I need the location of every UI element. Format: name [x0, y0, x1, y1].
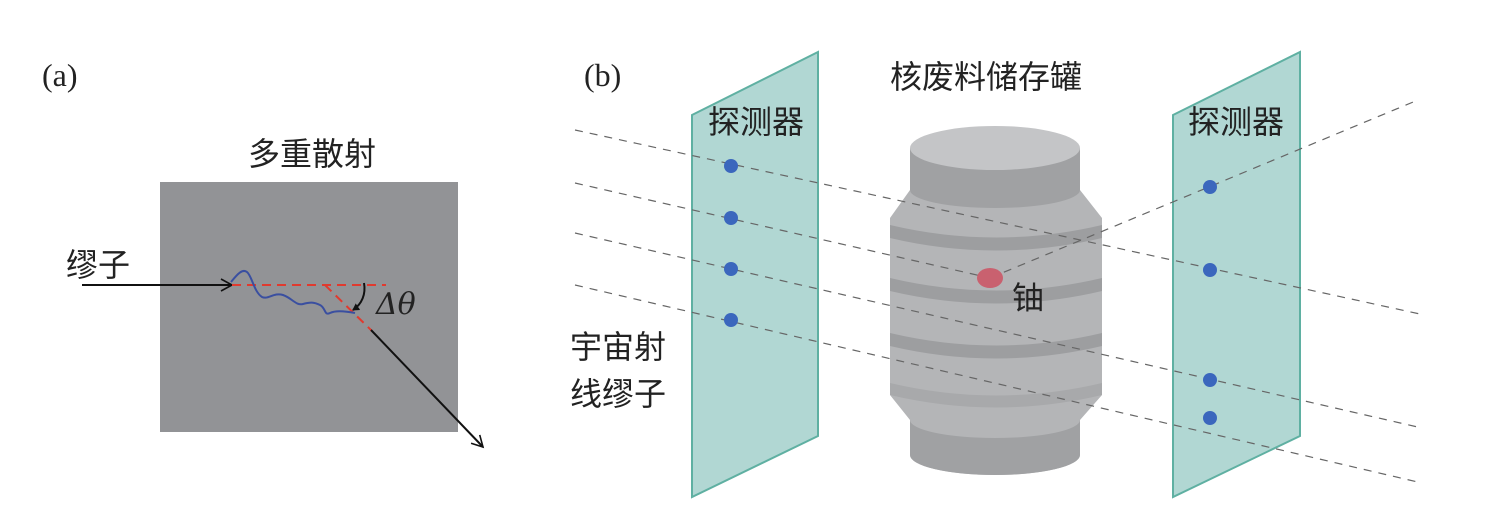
uranium-label: 铀	[1012, 280, 1044, 316]
left-detector-hits	[724, 159, 738, 327]
tank-lid	[910, 126, 1080, 170]
cosmic-muon-label-line1: 宇宙射	[570, 329, 666, 365]
panel-b-label: (b)	[584, 57, 621, 93]
scattering-material-block	[160, 182, 458, 432]
panel-a-title: 多重散射	[248, 136, 376, 172]
muon-track-incoming-scattered	[574, 182, 991, 279]
hit-dot	[724, 211, 738, 225]
nuclear-waste-tank	[890, 126, 1102, 475]
right-detector-hits	[1203, 180, 1217, 425]
panel-b: (b) 核废料储存罐 铀	[570, 50, 1423, 499]
tank-groove	[890, 333, 1102, 359]
hit-dot	[1203, 373, 1217, 387]
exit-direction-dashed	[324, 284, 373, 332]
left-detector-label: 探测器	[708, 104, 804, 140]
hit-dot	[724, 262, 738, 276]
hit-dot	[1203, 263, 1217, 277]
hit-dot	[1203, 411, 1217, 425]
cosmic-muon-label-line2: 线缪子	[570, 376, 666, 412]
hit-dot	[724, 159, 738, 173]
hit-dot	[1203, 180, 1217, 194]
tank-groove	[890, 225, 1102, 251]
angle-arc-arrow	[352, 282, 366, 311]
delta-theta-label: Δθ	[375, 287, 416, 322]
panel-a: (a) 多重散射 缪子 Δθ	[42, 57, 485, 449]
tank-groove	[890, 278, 1102, 304]
muon-track	[574, 284, 1423, 484]
muon-track	[574, 232, 1423, 429]
uranium-spot	[977, 268, 1003, 288]
right-detector-label: 探测器	[1188, 104, 1284, 140]
panel-a-label: (a)	[42, 57, 78, 93]
outgoing-muon-arrow	[370, 329, 485, 449]
storage-tank-title: 核废料储存罐	[890, 59, 1082, 95]
muon-label: 缪子	[66, 247, 130, 283]
hit-dot	[724, 313, 738, 327]
scattering-path	[230, 270, 356, 315]
muon-track	[574, 129, 1421, 315]
